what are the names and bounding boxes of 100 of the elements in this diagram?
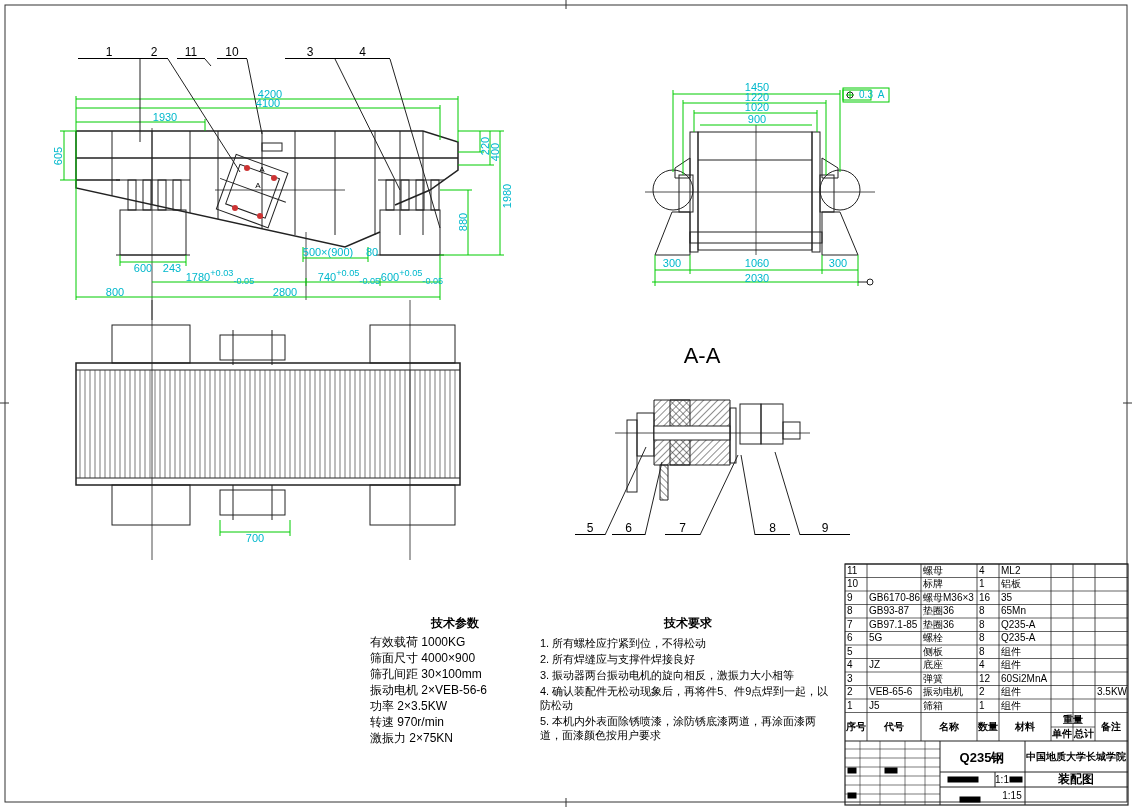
table-header-text: 序号 [846,722,866,732]
dimension-value: 2800 [272,286,298,298]
leader-line [139,58,141,143]
callout-number: 6 [612,522,645,535]
parts-list-entry: 11 [847,565,858,576]
datum-letter: A [877,90,885,100]
parameter-line: 转速 970r/min [370,714,446,730]
tolerance-value: 0.3 [859,90,873,100]
parts-list-entry: 4 [847,660,853,671]
dimension-value: 600 [133,262,153,274]
parts-list-entry: 16 [979,592,991,603]
parts-list-entry: 筛箱 [923,700,943,711]
dimension-value: 800 [105,286,125,298]
dimension-value: 4200 [257,88,283,100]
school-name: 中国地质大学长城学院 [1026,752,1126,762]
parameter-line: 功率 2×3.5KW [370,698,449,714]
leader-line [167,58,241,173]
parts-list-entry: 4 [979,660,985,671]
table-header-text: 重量 [1063,715,1083,725]
dimension-value: 300 [828,257,848,269]
table-header-text: 名称 [939,722,959,732]
parts-list-entry: 1 [979,579,985,590]
parts-list-entry: Q235-A [1001,619,1036,630]
requirement-line: 5. 本机内外表面除锈喷漆，涂防锈底漆两道，再涂面漆两道，面漆颜色按用户要求 [540,714,818,742]
dimension-value: 300 [662,257,682,269]
parts-list-entry: 3.5KW [1097,687,1127,698]
dimension-value: 400 [489,142,501,162]
callout-number: 8 [755,522,790,535]
parts-list-entry: 组件 [1001,700,1021,711]
table-header-text: 备注 [1101,722,1121,732]
section-heading: 技术参数 [430,615,480,632]
callout-number: 4 [335,46,390,59]
dimension-value: 500×(900) [302,246,354,258]
dimension-value: 880 [457,212,469,232]
table-header-text: 数量 [978,722,998,732]
callout-number: 5 [575,522,605,535]
parts-list-entry: GB93-87 [869,606,910,617]
parts-list-entry: 65Mn [1001,606,1026,617]
section-heading: 技术要求 [662,615,713,632]
parts-list-entry: 铝板 [1001,579,1021,590]
requirement-line: 1. 所有螺栓应拧紧到位，不得松动 [540,636,708,650]
parts-list-entry: J5 [869,700,880,711]
parts-list-entry: 标牌 [923,579,943,590]
dimension-value: 1060 [744,257,770,269]
parts-list-entry: 组件 [1001,687,1021,698]
parts-list-entry: 60Si2MnA [1001,673,1048,684]
parts-list-entry: 底座 [923,660,943,671]
requirement-line: 2. 所有焊缝应与支撑件焊接良好 [540,652,697,666]
table-header-text: 单件 [1052,729,1072,739]
parts-list-entry: 垫圈36 [923,619,955,630]
scale-value: 1:15 [1002,791,1022,801]
leader-line [604,446,647,536]
callout-number: 9 [800,522,850,535]
leader-line [204,58,212,67]
callout-number: 1 [78,46,140,59]
parts-list-entry: 8 [979,606,985,617]
parts-list-entry: 8 [979,633,985,644]
parts-list-entry: JZ [869,660,881,671]
parts-list-entry: GB97.1-85 [869,619,918,630]
dimension-value: 243 [162,262,182,274]
parts-list-entry: Q235-A [1001,633,1036,644]
parts-list-entry: GB6170-86 [869,592,921,603]
parts-list-entry: 6 [847,633,853,644]
parts-list-entry: ML2 [1001,565,1021,576]
requirement-line: 4. 确认装配件无松动现象后，再将件5、件9点焊到一起，以防松动 [540,684,830,712]
dimension-value: 80 [365,246,379,258]
parts-list-entry: 1 [847,700,853,711]
callout-number: 2 [140,46,168,59]
requirement-line: 3. 振动器两台振动电机的旋向相反，激振力大小相等 [540,668,796,682]
parts-list-entry: 组件 [1001,646,1021,657]
parts-list-entry: VEB-65-6 [869,687,913,698]
dimension-value: 1980 [501,183,513,209]
parts-list-entry: 12 [979,673,991,684]
parts-list-entry: 垫圈36 [923,606,955,617]
parts-list-entry: 10 [847,579,859,590]
dimension-value: 1020 [744,101,770,113]
material-text: Q235钢 [959,750,1005,764]
parts-list-entry: 5 [847,646,853,657]
callout-number: 10 [217,46,247,59]
parts-list-entry: 35 [1001,592,1013,603]
parts-list-entry: 振动电机 [923,687,963,698]
parts-list-entry: 5G [869,633,883,644]
parts-list-entry: 3 [847,673,853,684]
table-header-text: 总计 [1074,729,1094,739]
parameter-line: 筛孔间距 30×100mm [370,666,483,682]
section-mark: A [255,182,261,190]
callout-number: 3 [285,46,335,59]
parameter-line: 有效载荷 1000KG [370,634,467,650]
dimension-value: 900 [747,113,767,125]
dimension-value: 1930 [152,111,178,123]
section-view-title: A-A [683,345,721,367]
leader-line [389,58,441,229]
callout-number: 11 [177,46,205,59]
parts-list-entry: 螺母M36×3 [923,592,974,603]
parameter-line: 振动电机 2×VEB-56-6 [370,682,489,698]
leader-line [699,454,739,536]
parts-list-entry: 9 [847,592,853,603]
callout-number: 7 [665,522,700,535]
scale-value: 1:1 [995,775,1009,785]
parts-list-entry: 螺栓 [923,633,943,644]
